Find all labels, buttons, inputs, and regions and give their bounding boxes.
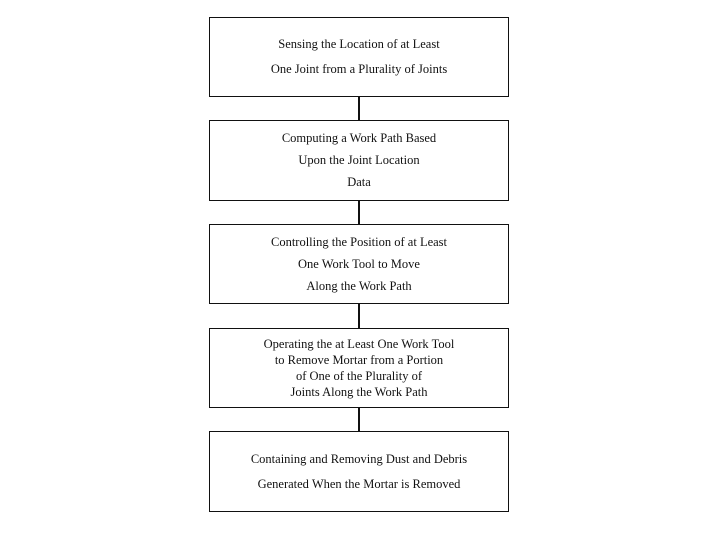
connector-2-3: [358, 201, 360, 224]
step-5-line-1: Containing and Removing Dust and Debris: [251, 452, 467, 467]
step-1-line-1: Sensing the Location of at Least: [278, 37, 439, 52]
step-1-line-2: One Joint from a Plurality of Joints: [271, 62, 447, 77]
step-box-operating: Operating the at Least One Work Tool to …: [209, 328, 509, 408]
step-3-line-1: Controlling the Position of at Least: [271, 235, 447, 250]
step-2-line-1: Computing a Work Path Based: [282, 131, 436, 146]
step-2-line-2: Upon the Joint Location: [298, 153, 419, 168]
step-4-line-2: to Remove Mortar from a Portion: [275, 353, 443, 368]
step-4-line-1: Operating the at Least One Work Tool: [264, 337, 455, 352]
step-box-sensing: Sensing the Location of at Least One Joi…: [209, 17, 509, 97]
step-box-computing: Computing a Work Path Based Upon the Joi…: [209, 120, 509, 201]
step-5-line-2: Generated When the Mortar is Removed: [258, 477, 461, 492]
step-2-line-3: Data: [347, 175, 371, 190]
connector-1-2: [358, 97, 360, 120]
step-box-containing: Containing and Removing Dust and Debris …: [209, 431, 509, 512]
step-3-line-3: Along the Work Path: [306, 279, 411, 294]
connector-4-5: [358, 408, 360, 431]
step-3-line-2: One Work Tool to Move: [298, 257, 420, 272]
step-box-controlling: Controlling the Position of at Least One…: [209, 224, 509, 304]
connector-3-4: [358, 304, 360, 328]
step-4-line-3: of One of the Plurality of: [296, 369, 422, 384]
step-4-line-4: Joints Along the Work Path: [291, 385, 428, 400]
